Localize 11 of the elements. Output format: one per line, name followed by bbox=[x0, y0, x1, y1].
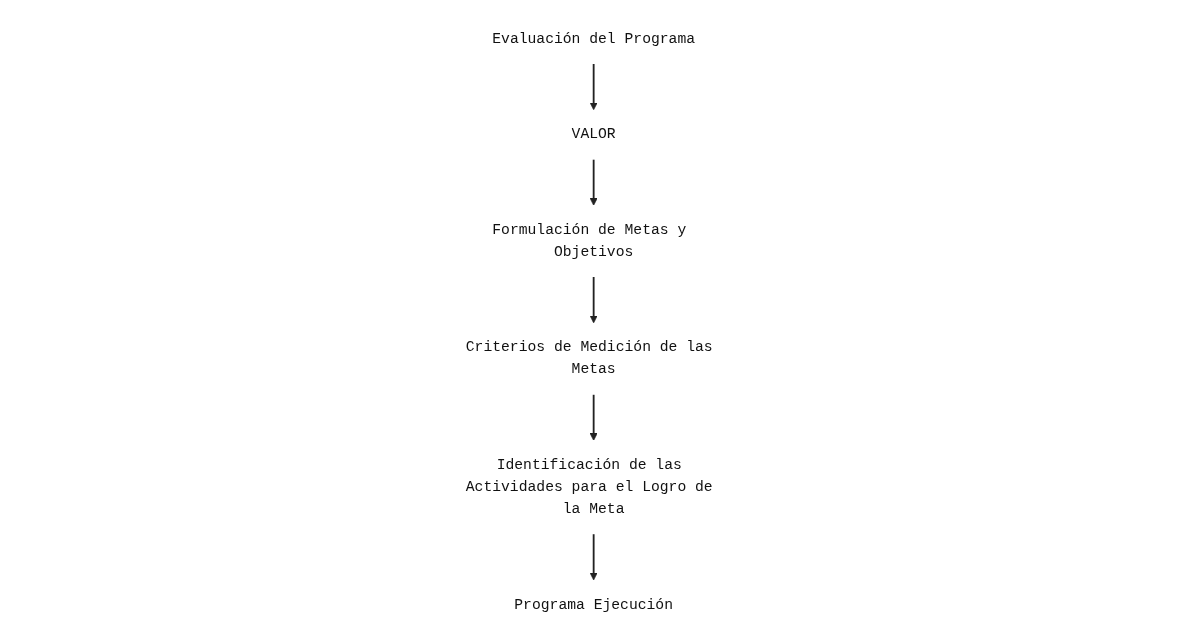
arrow bbox=[589, 393, 598, 441]
arrow bbox=[589, 62, 598, 110]
arrow bbox=[589, 275, 598, 323]
node-text: Programa Ejecución bbox=[514, 596, 673, 613]
node-text: Identificación de las Actividades para el Logro de la Meta bbox=[465, 456, 713, 518]
arrow bbox=[589, 532, 598, 580]
arrow bbox=[589, 158, 598, 206]
node-text: Evaluación del Programa bbox=[492, 30, 695, 47]
node-text: Formulación de Metas y Objetivos bbox=[492, 221, 687, 260]
node-text: Criterios de Medición de las Metas bbox=[465, 338, 713, 378]
node-text: VALOR bbox=[571, 125, 616, 143]
